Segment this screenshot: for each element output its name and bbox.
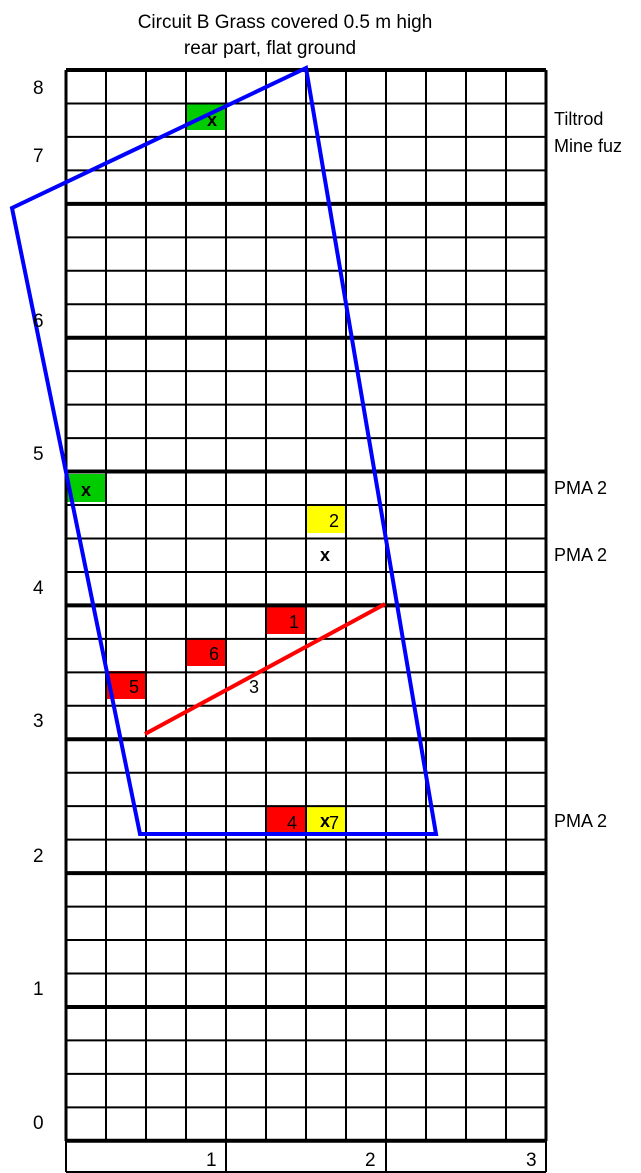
- side-label-tiltrod: Tiltrod: [554, 109, 603, 129]
- x-label-1: 1: [206, 1150, 217, 1171]
- cell-label-5: 5: [129, 677, 139, 697]
- side-label-mine-fuze: Mine fuz: [554, 136, 622, 156]
- cell-label-6: 6: [209, 644, 219, 664]
- side-label-pma-b: PMA 2: [554, 545, 607, 565]
- x-label-2: 2: [365, 1150, 376, 1171]
- y-label-6: 6: [33, 311, 44, 332]
- y-label-0: 0: [33, 1113, 44, 1134]
- title-line-1: Circuit B Grass covered 0.5 m high: [138, 12, 433, 33]
- y-label-8: 8: [33, 78, 44, 99]
- y-label-2: 2: [33, 846, 44, 867]
- cell-x-left: x: [81, 480, 91, 500]
- side-label-pma-c: PMA 2: [554, 811, 607, 831]
- blue-outline: [9, 65, 439, 836]
- highlighted-cells: [66, 103, 346, 834]
- cell-label-2: 2: [329, 511, 339, 531]
- title-line-2: rear part, flat ground: [184, 38, 356, 59]
- cell-x-low: x: [320, 811, 330, 831]
- red-cell-4: [266, 807, 306, 834]
- red-cell-6: [186, 638, 226, 666]
- y-label-1: 1: [33, 979, 44, 1000]
- cell-x-top: x: [207, 110, 217, 130]
- y-label-3: 3: [33, 711, 44, 732]
- yellow-cell-7: [306, 807, 346, 834]
- y-label-7: 7: [33, 146, 44, 167]
- cell-label-4: 4: [287, 813, 297, 833]
- yellow-cell-2: [306, 505, 346, 533]
- red-trace-line: [144, 602, 386, 736]
- y-label-4: 4: [33, 578, 44, 599]
- cell-label-3: 3: [249, 677, 259, 697]
- side-label-pma-a: PMA 2: [554, 478, 607, 498]
- x-label-3: 3: [526, 1150, 537, 1171]
- cell-label-1: 1: [289, 612, 299, 632]
- red-cell-1: [266, 606, 306, 634]
- cell-x-mid: x: [320, 545, 330, 565]
- grid: [64, 68, 548, 1173]
- cell-label-7: 7: [329, 813, 339, 833]
- y-label-5: 5: [33, 444, 44, 465]
